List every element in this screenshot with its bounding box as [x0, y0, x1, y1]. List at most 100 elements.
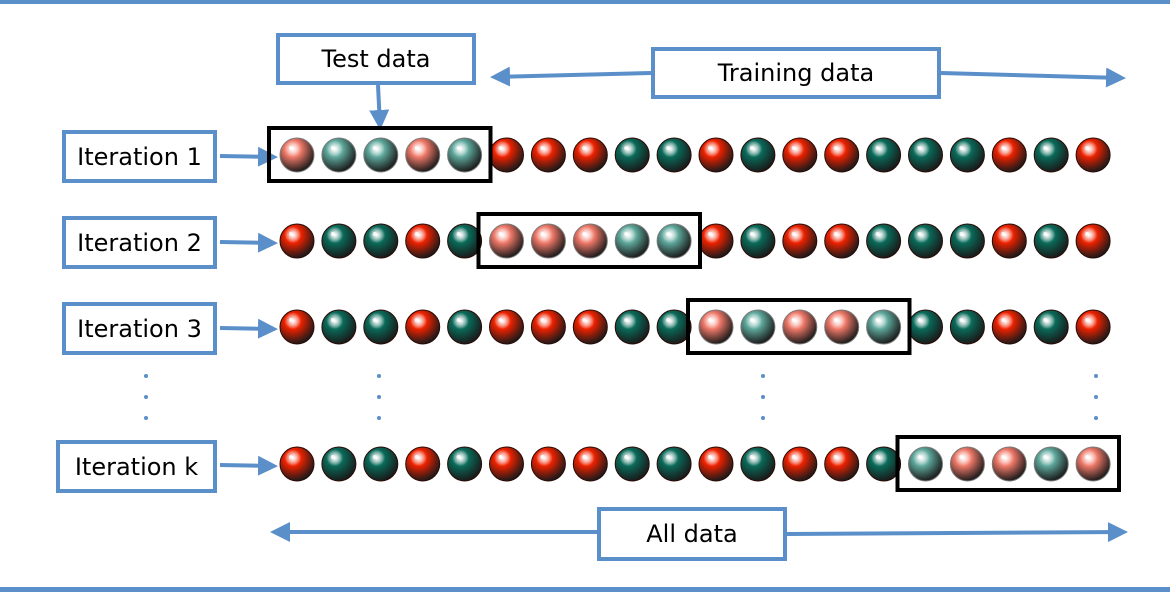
data-point-highlight — [498, 318, 503, 322]
data-point-highlight — [708, 455, 712, 459]
data-point — [908, 446, 943, 482]
data-point — [698, 137, 734, 173]
data-point-highlight — [582, 146, 587, 150]
data-point — [279, 137, 315, 173]
data-point — [991, 446, 1027, 482]
data-point — [824, 309, 860, 345]
data-point-highlight — [582, 455, 587, 459]
data-point-highlight — [414, 146, 419, 150]
data-point-highlight — [372, 146, 377, 150]
data-point-highlight — [540, 318, 545, 322]
data-point — [614, 137, 650, 173]
data-point — [405, 446, 441, 482]
training-data-label: Training data — [651, 47, 941, 99]
ellipsis-dot — [1094, 416, 1098, 420]
top-border — [0, 0, 1170, 4]
data-point — [1075, 309, 1111, 345]
data-point — [949, 446, 985, 482]
data-point-highlight — [372, 318, 377, 322]
iteration-arrow — [219, 232, 278, 253]
data-point-highlight — [1043, 318, 1048, 322]
data-point-highlight — [624, 146, 629, 150]
data-point-highlight — [414, 455, 419, 459]
data-point — [991, 223, 1027, 259]
data-point-highlight — [330, 318, 335, 322]
data-point-highlight — [917, 146, 922, 150]
data-point-highlight — [498, 146, 503, 150]
data-point — [949, 223, 985, 259]
data-point-highlight — [833, 146, 838, 150]
data-point-highlight — [875, 455, 880, 459]
data-point-highlight — [1085, 232, 1090, 236]
iteration-arrow — [219, 318, 278, 339]
test-fold-box — [686, 298, 912, 355]
data-point-highlight — [289, 146, 293, 150]
ellipsis-dot — [377, 374, 381, 378]
data-point — [447, 309, 483, 345]
data-point-highlight — [1001, 146, 1006, 150]
iteration-label: Iteration 1 — [62, 130, 217, 183]
data-point — [572, 446, 608, 482]
iteration-label: Iteration 3 — [62, 302, 217, 355]
data-point-highlight — [708, 318, 712, 322]
data-point — [530, 446, 566, 482]
test-fold-box — [267, 126, 493, 183]
data-point — [279, 309, 315, 345]
data-point — [572, 137, 608, 173]
data-point — [656, 309, 692, 345]
data-point — [740, 309, 776, 345]
iteration-label: Iteration k — [56, 440, 217, 493]
data-point-highlight — [791, 232, 796, 236]
data-point — [949, 137, 985, 173]
data-point-highlight — [708, 232, 712, 236]
data-point-highlight — [456, 455, 461, 459]
data-point — [405, 309, 441, 345]
data-point-highlight — [791, 146, 796, 150]
data-point — [614, 309, 650, 345]
data-point-highlight — [1001, 318, 1006, 322]
data-point — [740, 446, 776, 482]
data-point — [530, 137, 566, 173]
data-point-highlight — [1001, 455, 1006, 459]
data-point — [656, 446, 692, 482]
data-point — [530, 223, 566, 259]
data-point — [782, 223, 818, 259]
data-point-highlight — [540, 232, 545, 236]
data-point — [279, 223, 315, 259]
data-point — [1075, 223, 1111, 259]
all-data-label: All data — [597, 507, 787, 561]
data-point-highlight — [917, 318, 922, 322]
data-point-highlight — [1085, 455, 1090, 459]
bottom-border — [0, 587, 1170, 592]
data-point-highlight — [624, 318, 629, 322]
data-point-highlight — [498, 232, 503, 236]
data-point-highlight — [330, 455, 335, 459]
ellipsis-dot — [144, 395, 148, 399]
data-point-highlight — [666, 146, 671, 150]
data-point — [866, 223, 902, 259]
data-point — [782, 137, 818, 173]
data-point-highlight — [666, 455, 671, 459]
data-point — [363, 309, 399, 345]
data-point — [656, 223, 692, 259]
iteration-arrow — [219, 455, 278, 476]
data-point — [866, 309, 902, 345]
data-point — [405, 223, 441, 259]
ellipsis-dot — [377, 416, 381, 420]
data-point-highlight — [749, 318, 754, 322]
test-fold-box — [476, 212, 702, 269]
ellipsis-dot — [1094, 395, 1098, 399]
data-point — [1033, 446, 1069, 482]
data-point-highlight — [917, 232, 922, 236]
data-point — [908, 309, 943, 345]
data-point-highlight — [624, 232, 629, 236]
data-point — [782, 446, 818, 482]
data-point-highlight — [456, 318, 461, 322]
data-point — [1075, 137, 1111, 173]
data-point — [447, 137, 483, 173]
data-point-highlight — [1043, 232, 1048, 236]
data-point-highlight — [875, 318, 880, 322]
data-point — [824, 446, 860, 482]
data-point — [489, 446, 524, 482]
